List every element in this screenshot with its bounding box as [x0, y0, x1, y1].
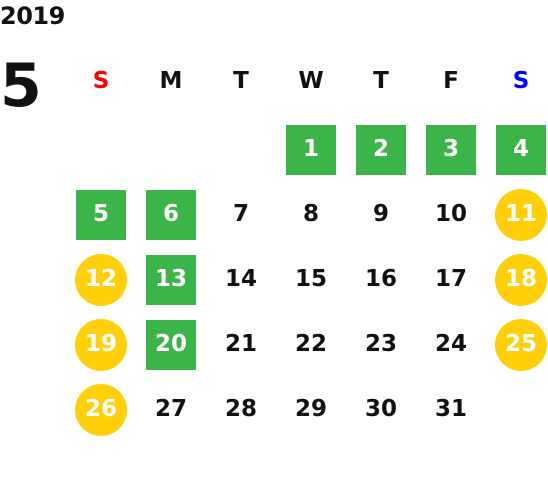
day-number-yellow: 12 [75, 253, 127, 306]
day-cell[interactable]: 30 [346, 377, 416, 442]
day-cell[interactable]: 12 [66, 247, 136, 312]
day-number-green: 1 [286, 124, 336, 175]
day-number-green: 20 [146, 319, 196, 370]
day-number-yellow: 18 [495, 253, 547, 306]
day-number-plain: 24 [434, 331, 467, 357]
day-cell[interactable]: 19 [66, 312, 136, 377]
day-cell[interactable]: 6 [136, 182, 206, 247]
day-number-green: 13 [146, 254, 196, 305]
day-number-green: 4 [496, 124, 546, 175]
day-number-green: 6 [146, 189, 196, 240]
day-number-plain: 29 [294, 396, 327, 422]
day-cell[interactable]: 9 [346, 182, 416, 247]
day-number-green: 2 [356, 124, 406, 175]
day-number-plain: 30 [364, 396, 397, 422]
day-cell[interactable]: 13 [136, 247, 206, 312]
day-cell[interactable]: 31 [416, 377, 486, 442]
day-number-plain: 14 [224, 266, 257, 292]
day-cell[interactable]: 20 [136, 312, 206, 377]
day-cell[interactable]: 28 [206, 377, 276, 442]
day-cell[interactable]: 27 [136, 377, 206, 442]
day-number-plain: 8 [302, 201, 319, 227]
day-number-yellow: 19 [75, 318, 127, 371]
day-number-plain: 9 [372, 201, 389, 227]
day-cell[interactable]: 18 [486, 247, 548, 312]
day-cell[interactable]: 8 [276, 182, 346, 247]
day-cell[interactable]: 14 [206, 247, 276, 312]
day-number-plain: 27 [154, 396, 187, 422]
day-cell[interactable]: 10 [416, 182, 486, 247]
day-cell[interactable]: 29 [276, 377, 346, 442]
day-number-plain: 15 [294, 266, 327, 292]
day-cell[interactable]: 17 [416, 247, 486, 312]
day-number-plain: 10 [434, 201, 467, 227]
day-number-plain: 7 [232, 201, 249, 227]
day-cell[interactable]: 2 [346, 117, 416, 182]
day-cell[interactable]: 7 [206, 182, 276, 247]
day-number-yellow: 26 [75, 383, 127, 436]
day-cell[interactable]: 24 [416, 312, 486, 377]
day-number-plain: 23 [364, 331, 397, 357]
calendar-year: 2019 [0, 2, 65, 30]
day-cell[interactable]: 26 [66, 377, 136, 442]
day-cell[interactable]: 3 [416, 117, 486, 182]
day-cell[interactable]: 15 [276, 247, 346, 312]
day-number-plain: 22 [294, 331, 327, 357]
day-number-yellow: 11 [495, 188, 547, 241]
weekday-label: S [92, 68, 110, 94]
day-cell[interactable]: 1 [276, 117, 346, 182]
weekday-label: T [233, 68, 249, 94]
day-cell[interactable]: 4 [486, 117, 548, 182]
day-cell[interactable]: 16 [346, 247, 416, 312]
day-cell[interactable]: 5 [66, 182, 136, 247]
day-number-green: 3 [426, 124, 476, 175]
day-cell[interactable]: 11 [486, 182, 548, 247]
day-number-plain: 21 [224, 331, 257, 357]
weekday-label: M [159, 68, 183, 94]
weekday-label: S [512, 68, 530, 94]
weekday-label: F [443, 68, 459, 94]
day-cell[interactable]: 21 [206, 312, 276, 377]
day-number-plain: 17 [434, 266, 467, 292]
day-cell[interactable]: 23 [346, 312, 416, 377]
day-cell[interactable]: 22 [276, 312, 346, 377]
weekday-label: T [373, 68, 389, 94]
calendar-month: 5 [0, 51, 42, 121]
day-number-green: 5 [76, 189, 126, 240]
day-number-plain: 28 [224, 396, 257, 422]
weekday-label: W [298, 68, 324, 94]
day-cell[interactable]: 25 [486, 312, 548, 377]
day-number-yellow: 25 [495, 318, 547, 371]
day-number-plain: 16 [364, 266, 397, 292]
day-number-plain: 31 [434, 396, 467, 422]
